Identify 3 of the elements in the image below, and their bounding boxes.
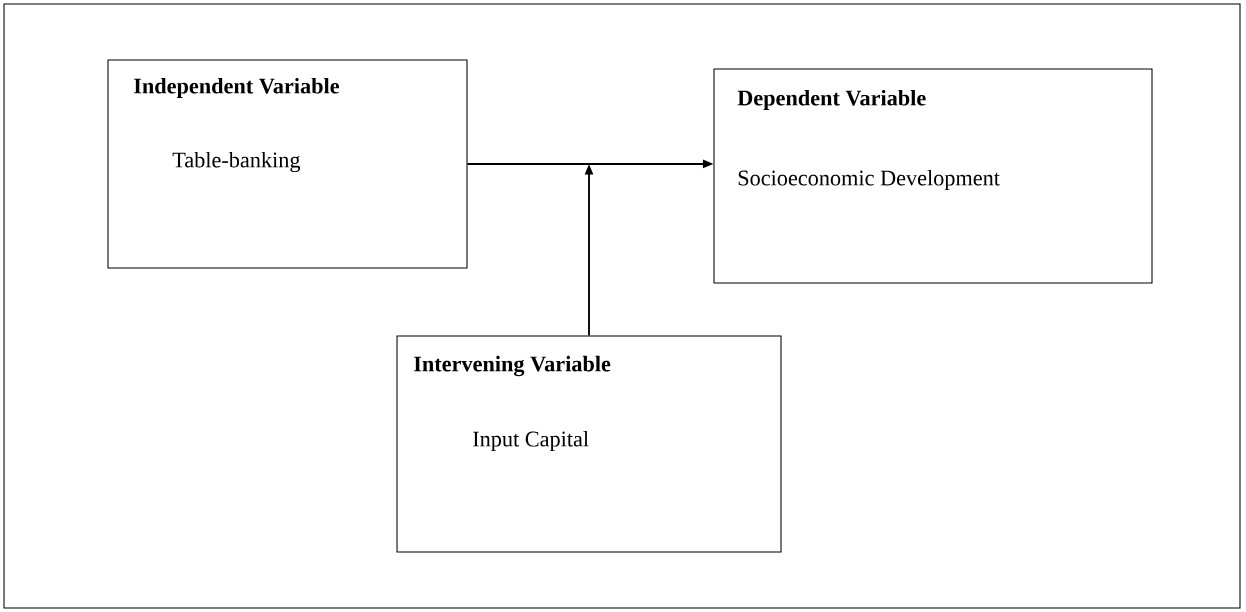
- variable-box: Intervening Variable Input Capital: [396, 335, 782, 553]
- variable-box: Independent Variable Table-banking: [107, 59, 468, 269]
- variable-box: Dependent Variable Socioeconomic Development: [713, 68, 1153, 284]
